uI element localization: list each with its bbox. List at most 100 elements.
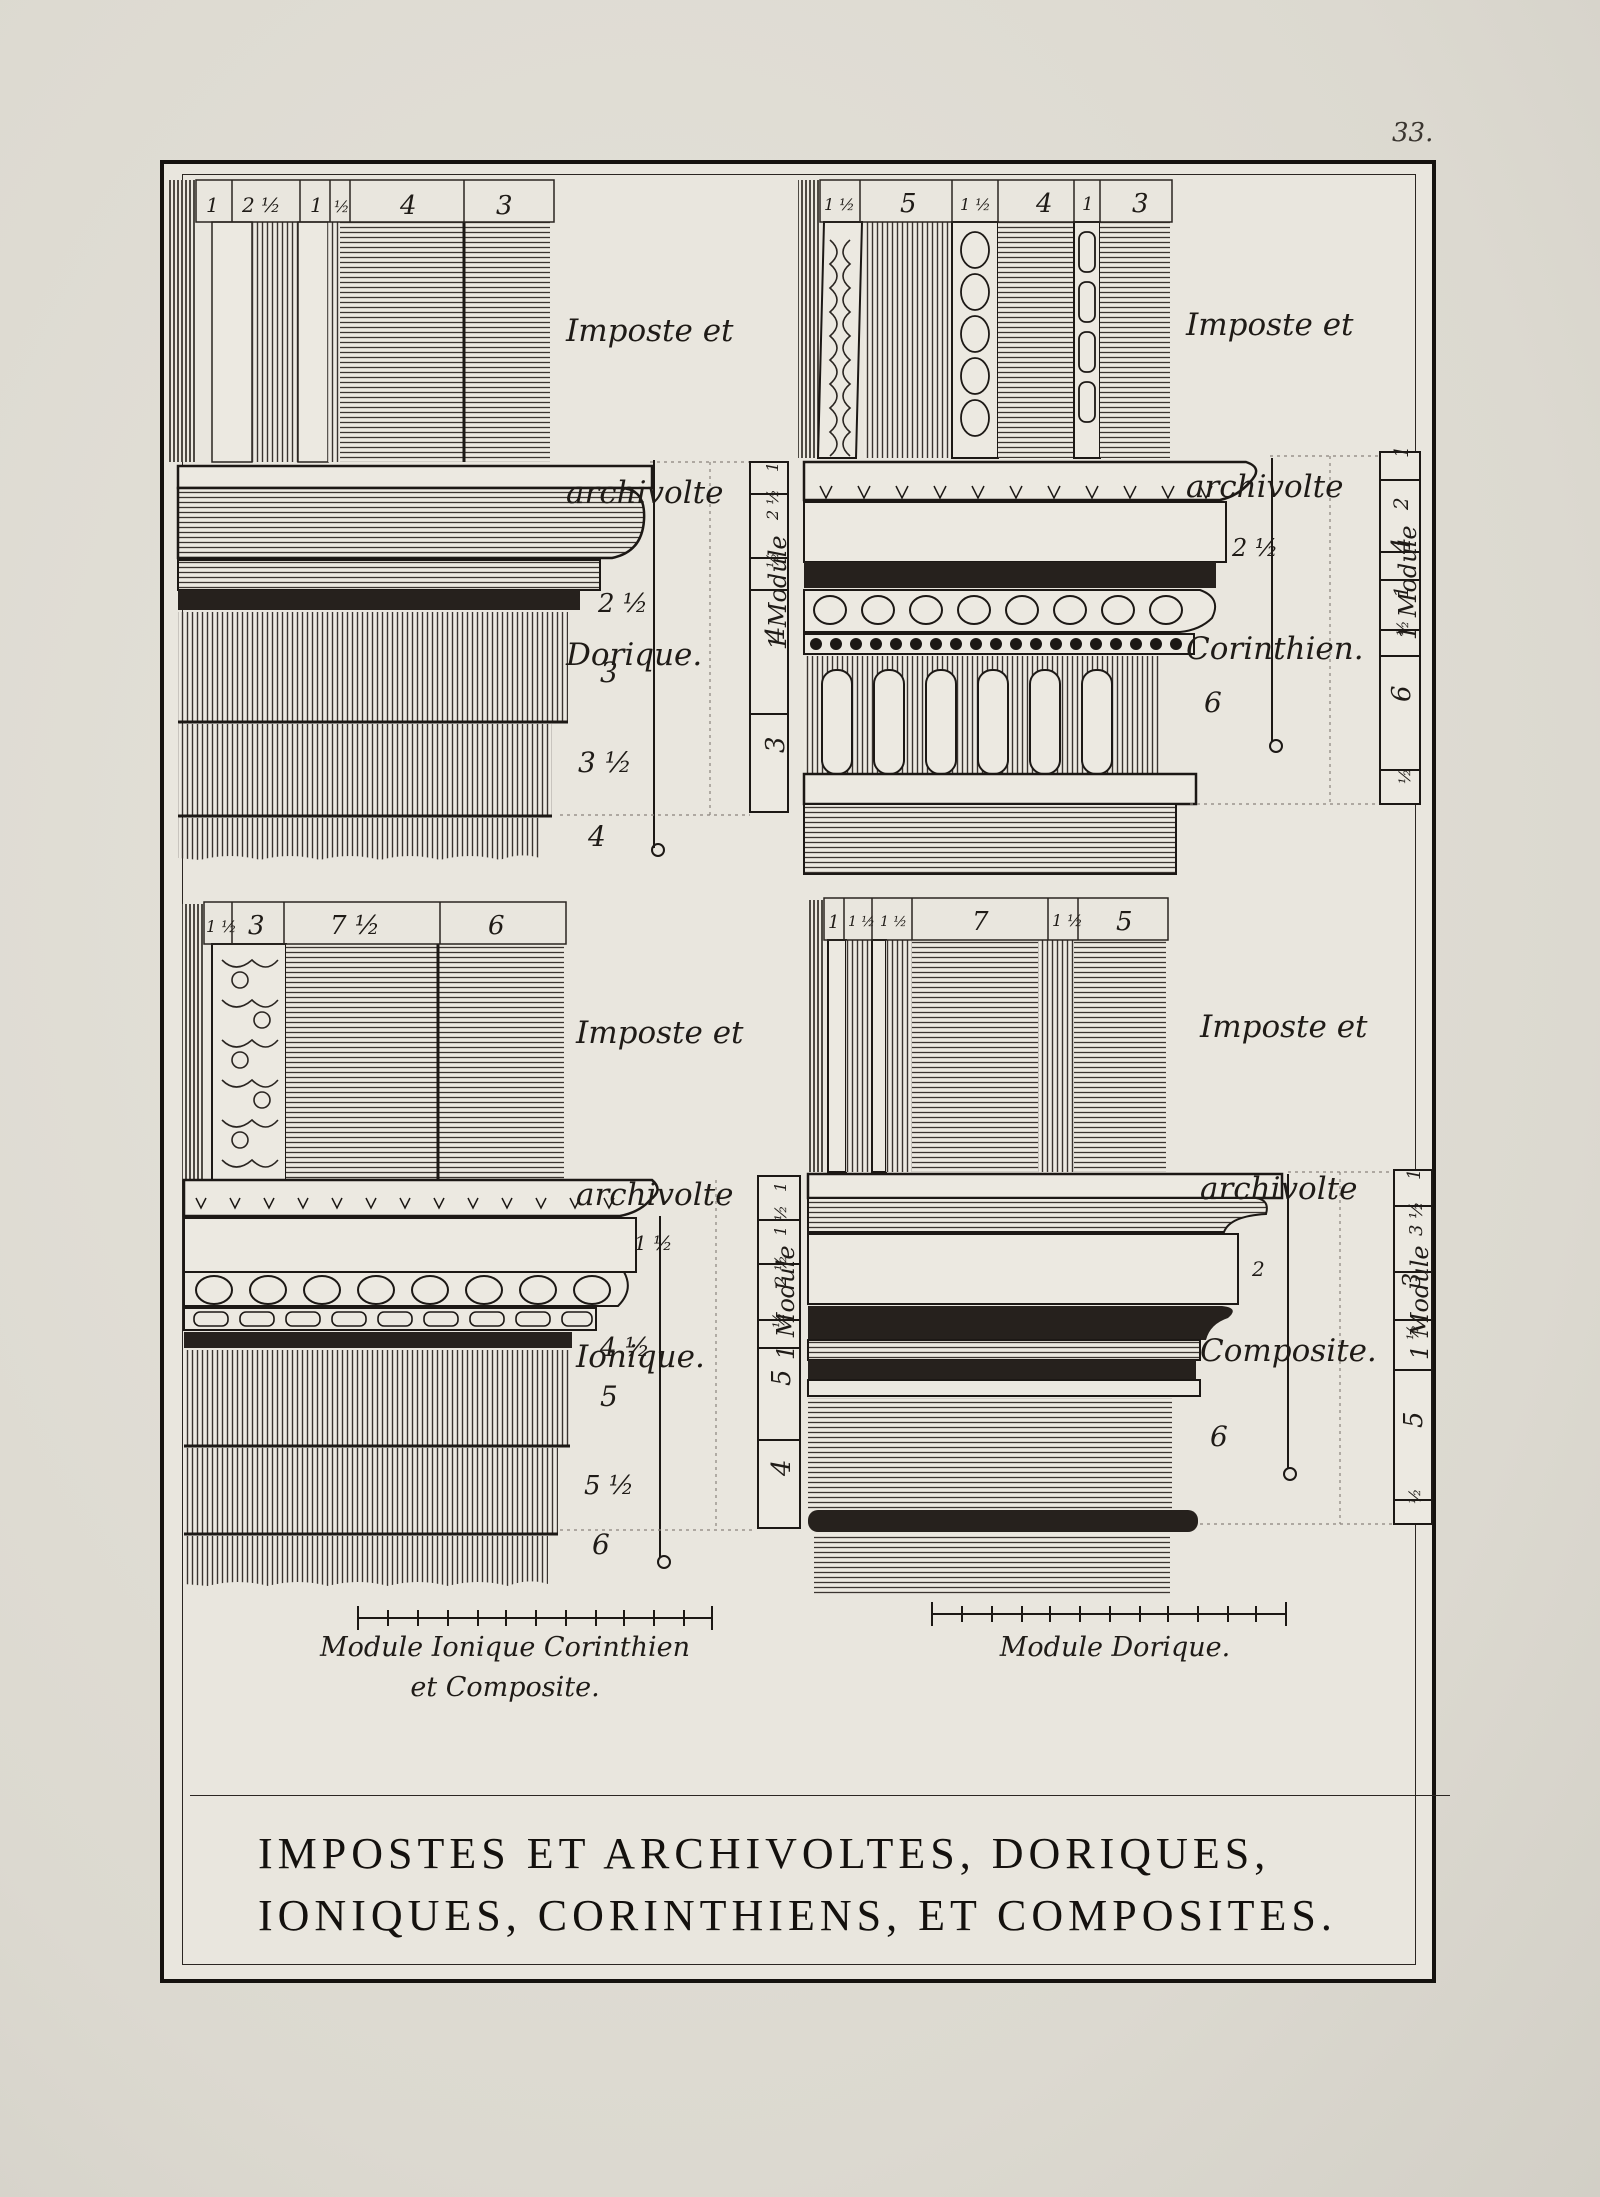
composite-fascia-label: 1 bbox=[828, 912, 839, 933]
corinthian-module-cell: 6 bbox=[1387, 685, 1417, 702]
corinthian-fascia-label: 3 bbox=[1132, 189, 1149, 219]
ionic-fascia-label: 6 bbox=[488, 911, 505, 941]
corinthian-imposte-label: 6 bbox=[1204, 686, 1222, 719]
composite-fascia-label: 5 bbox=[1116, 907, 1133, 937]
corinthian-module-bar bbox=[1379, 451, 1421, 805]
corinthian-module-cell: 2 bbox=[1389, 497, 1413, 511]
corinthian-imposte-base bbox=[803, 803, 1177, 875]
corinthian-imposte-soffit bbox=[804, 562, 1216, 588]
scale-label-ionic-corinthian-composite: Module Ionique Corinthien et Composite. bbox=[270, 1628, 740, 1708]
composite-module-cell: ½ bbox=[1405, 1488, 1424, 1504]
corinthian-module-cell: 4 bbox=[1387, 537, 1417, 555]
corinthian-imposte-ovolo bbox=[803, 589, 1216, 633]
composite-imposte-fillet bbox=[807, 1339, 1201, 1361]
composite-archivolte-fascia bbox=[886, 940, 912, 1172]
doric-imposte-ovolo bbox=[176, 486, 646, 560]
corinthian-fascia-header bbox=[819, 179, 1173, 223]
plate-caption: IMPOSTES ET ARCHIVOLTES, DORIQUES, IONIQ… bbox=[190, 1795, 1450, 1966]
doric-archivolte-fascia bbox=[464, 222, 550, 462]
ionic-imposte-face bbox=[184, 1448, 558, 1534]
scale-label-line: et Composite. bbox=[410, 1672, 600, 1703]
composite-imposte-torus bbox=[808, 1510, 1198, 1532]
corinthian-fascia-label: 1 bbox=[1082, 194, 1093, 215]
composite-imposte-corona bbox=[807, 1233, 1239, 1305]
doric-imposte-pilaster bbox=[178, 818, 540, 860]
composite-imposte-label: 2 bbox=[1251, 1257, 1265, 1281]
corinthian-archivolte-ornament bbox=[816, 221, 864, 459]
ionic-imposte-label: 5 ½ bbox=[584, 1471, 634, 1501]
scale-label-doric: Module Dorique. bbox=[900, 1628, 1330, 1668]
composite-title: Imposte et archivolte Composite. bbox=[1200, 892, 1377, 1432]
composite-module-cell: 3 bbox=[1398, 1273, 1426, 1288]
corinthian-archivolte-fascia bbox=[864, 222, 952, 458]
composite-fascia-label: 1 ½ bbox=[848, 914, 875, 930]
ionic-module-cell: 1 ½ bbox=[771, 1205, 790, 1236]
corinthian-module-cell: 1 bbox=[1389, 445, 1413, 458]
composite-title-line: Composite. bbox=[1200, 1333, 1377, 1369]
doric-fascia-header bbox=[195, 179, 555, 223]
doric-archivolte-fascia bbox=[297, 221, 329, 463]
composite-archivolte-fascia bbox=[827, 939, 847, 1173]
doric-archivolte-fascia bbox=[252, 222, 298, 462]
corinthian-dentil-row bbox=[819, 485, 1213, 500]
doric-module-label: 1 Module bbox=[764, 535, 792, 650]
ionic-module-label: 1 Module bbox=[772, 1245, 800, 1360]
doric-module-bar bbox=[749, 461, 789, 813]
ionic-imposte-label: 6 bbox=[592, 1528, 610, 1561]
ionic-fascia-header bbox=[203, 901, 567, 945]
doric-module-cell: 4 bbox=[761, 626, 791, 644]
corinthian-archivolte-egg-dart bbox=[951, 221, 999, 459]
composite-imposte-cavetto bbox=[807, 1197, 1268, 1233]
page-number: 33. bbox=[1392, 118, 1434, 148]
doric-title-line: Imposte et bbox=[566, 313, 734, 349]
ionic-dentil-row bbox=[195, 1197, 615, 1210]
caption-line-2: IONIQUES, CORINTHIENS, ET COMPOSITES. bbox=[258, 1891, 1337, 1940]
composite-imposte-face bbox=[808, 1398, 1172, 1510]
ionic-fascia-label: 7 ½ bbox=[330, 911, 380, 941]
ionic-title-line: Imposte et bbox=[576, 1015, 744, 1051]
corinthian-imposte-cornice bbox=[802, 460, 1258, 502]
scale-label-line: Module Ionique Corinthien bbox=[319, 1632, 691, 1663]
doric-imposte-face bbox=[178, 612, 568, 722]
composite-fascia-label: 1 ½ bbox=[1052, 911, 1083, 930]
corinthian-panel: 1 ½ 5 1 ½ 4 1 3 bbox=[798, 179, 1422, 875]
corinthian-fascia-label: 1 ½ bbox=[824, 195, 855, 214]
corinthian-title-line: archivolte bbox=[1186, 469, 1344, 505]
ionic-archivolte-ornament bbox=[211, 943, 287, 1181]
ionic-imposte-face bbox=[184, 1350, 570, 1446]
caption-line-1: IMPOSTES ET ARCHIVOLTES, DORIQUES, bbox=[258, 1829, 1271, 1878]
ionic-imposte-corona bbox=[183, 1217, 637, 1273]
ionic-archivolte-fascia bbox=[286, 944, 438, 1180]
composite-module-cell: ½ bbox=[1403, 1324, 1422, 1340]
composite-imposte-base bbox=[814, 1534, 1170, 1594]
doric-module-cell: ½ bbox=[763, 552, 782, 568]
doric-imposte-label: 2 ½ bbox=[597, 589, 648, 619]
composite-archivolte-fascia bbox=[1038, 940, 1074, 1172]
composite-archivolte-fascia bbox=[871, 939, 887, 1173]
composite-imposte-astragal bbox=[808, 1360, 1196, 1380]
composite-fascia-label: 7 bbox=[972, 907, 989, 937]
ionic-panel: 1 ½ 3 7 ½ 6 1 ½ 4 ½ 5 bbox=[182, 901, 801, 1586]
doric-fascia-label: 1 bbox=[206, 193, 219, 217]
doric-archivolte-dark-edge bbox=[168, 180, 196, 462]
scale-label-line: Module Dorique. bbox=[999, 1632, 1231, 1663]
composite-imposte-label: 6 bbox=[1210, 1420, 1228, 1453]
corinthian-title: Imposte et archivolte Corinthien. bbox=[1186, 190, 1364, 730]
corinthian-imposte-corona bbox=[803, 501, 1227, 563]
ionic-imposte-label: 1 ½ bbox=[634, 1231, 672, 1255]
corinthian-imposte-label: 2 ½ bbox=[1231, 534, 1278, 562]
corinthian-archivolte-fascia bbox=[1100, 222, 1170, 458]
composite-archivolte-fascia bbox=[846, 940, 872, 1172]
doric-imposte-label: 3 bbox=[600, 656, 618, 689]
doric-title-line: Dorique. bbox=[566, 637, 703, 673]
composite-module-label: 1 Module bbox=[1406, 1245, 1434, 1360]
ionic-title: Imposte et archivolte Ionique. bbox=[576, 898, 744, 1438]
ionic-module-cell: 5 bbox=[767, 1369, 797, 1386]
corinthian-module-cell: ½ bbox=[1395, 768, 1414, 784]
ionic-title-line: archivolte bbox=[576, 1177, 734, 1213]
doric-panel: 1 2 ½ 1 ½ 4 3 2 ½ 3 3 ½ 4 3 4 ½ bbox=[168, 179, 792, 860]
composite-fascia-header bbox=[823, 897, 1169, 941]
corinthian-fascia-label: 1 ½ bbox=[960, 195, 991, 214]
composite-archivolte-fascia bbox=[912, 940, 1038, 1172]
doric-fascia-label: 3 bbox=[496, 191, 513, 221]
